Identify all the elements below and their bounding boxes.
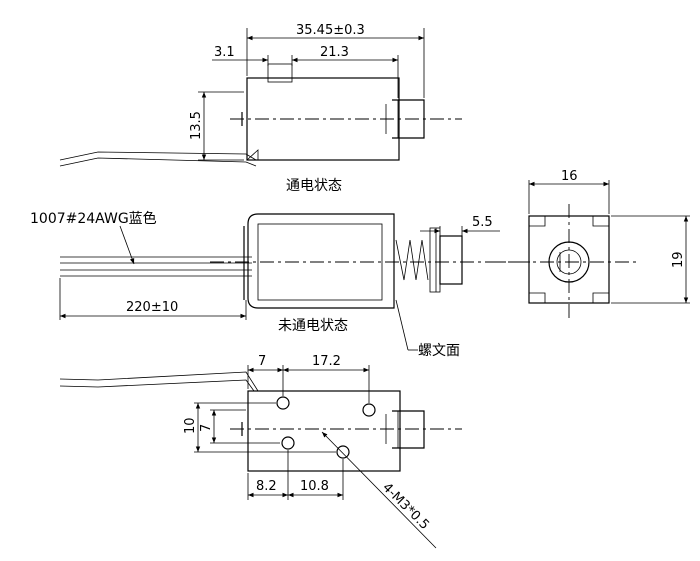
bottom-view: 7 17.2 10 7 8.2 10.8 4-M3*0.5 (59, 354, 462, 549)
dim-length-label: 35.45±0.3 (296, 23, 365, 38)
energized-view: 35.45±0.3 3.1 21.3 13.5 通电状态 (59, 23, 462, 194)
dim-d-label: 7 (199, 424, 214, 432)
plunger-washer (429, 227, 441, 293)
de-energized-view: 1007#24AWG蓝色 220±10 5.5 未通电状态 螺文面 (30, 210, 530, 359)
wire-label: 1007#24AWG蓝色 (30, 210, 157, 227)
mount-hole-2 (362, 403, 376, 417)
end-width-label: 16 (561, 169, 578, 184)
dim-inner-label: 21.3 (320, 45, 349, 60)
stroke-label: 5.5 (472, 215, 493, 230)
mount-hole-4 (336, 445, 350, 459)
dim-f-label: 10.8 (300, 479, 329, 494)
dim-c-label: 10 (183, 417, 198, 434)
bottom-body (247, 390, 401, 472)
end-height-label: 19 (671, 251, 686, 268)
mount-hole-1 (276, 396, 290, 410)
dim-e-label: 8.2 (256, 479, 277, 494)
end-view: 16 19 (490, 169, 690, 320)
frame (247, 213, 395, 309)
energized-tab (267, 63, 293, 83)
mount-hole-3 (281, 436, 295, 450)
hole-label: 4-M3*0.5 (379, 480, 432, 533)
bottom-plunger (392, 410, 425, 449)
energized-caption: 通电状态 (286, 178, 342, 194)
spring (395, 239, 429, 281)
de-energized-caption: 未通电状态 (278, 318, 348, 334)
dim-a-label: 7 (258, 354, 266, 369)
coil (257, 223, 383, 301)
dim-height-label: 13.5 (189, 111, 204, 140)
lead-length-label: 220±10 (126, 300, 178, 315)
thread-face-label: 螺文面 (418, 343, 460, 359)
dim-offset-label: 3.1 (214, 45, 235, 60)
energized-wire (59, 151, 257, 161)
hole-leader (321, 431, 437, 549)
dim-b-label: 17.2 (312, 354, 341, 369)
plunger-head (439, 235, 463, 285)
bottom-wire (59, 371, 259, 392)
